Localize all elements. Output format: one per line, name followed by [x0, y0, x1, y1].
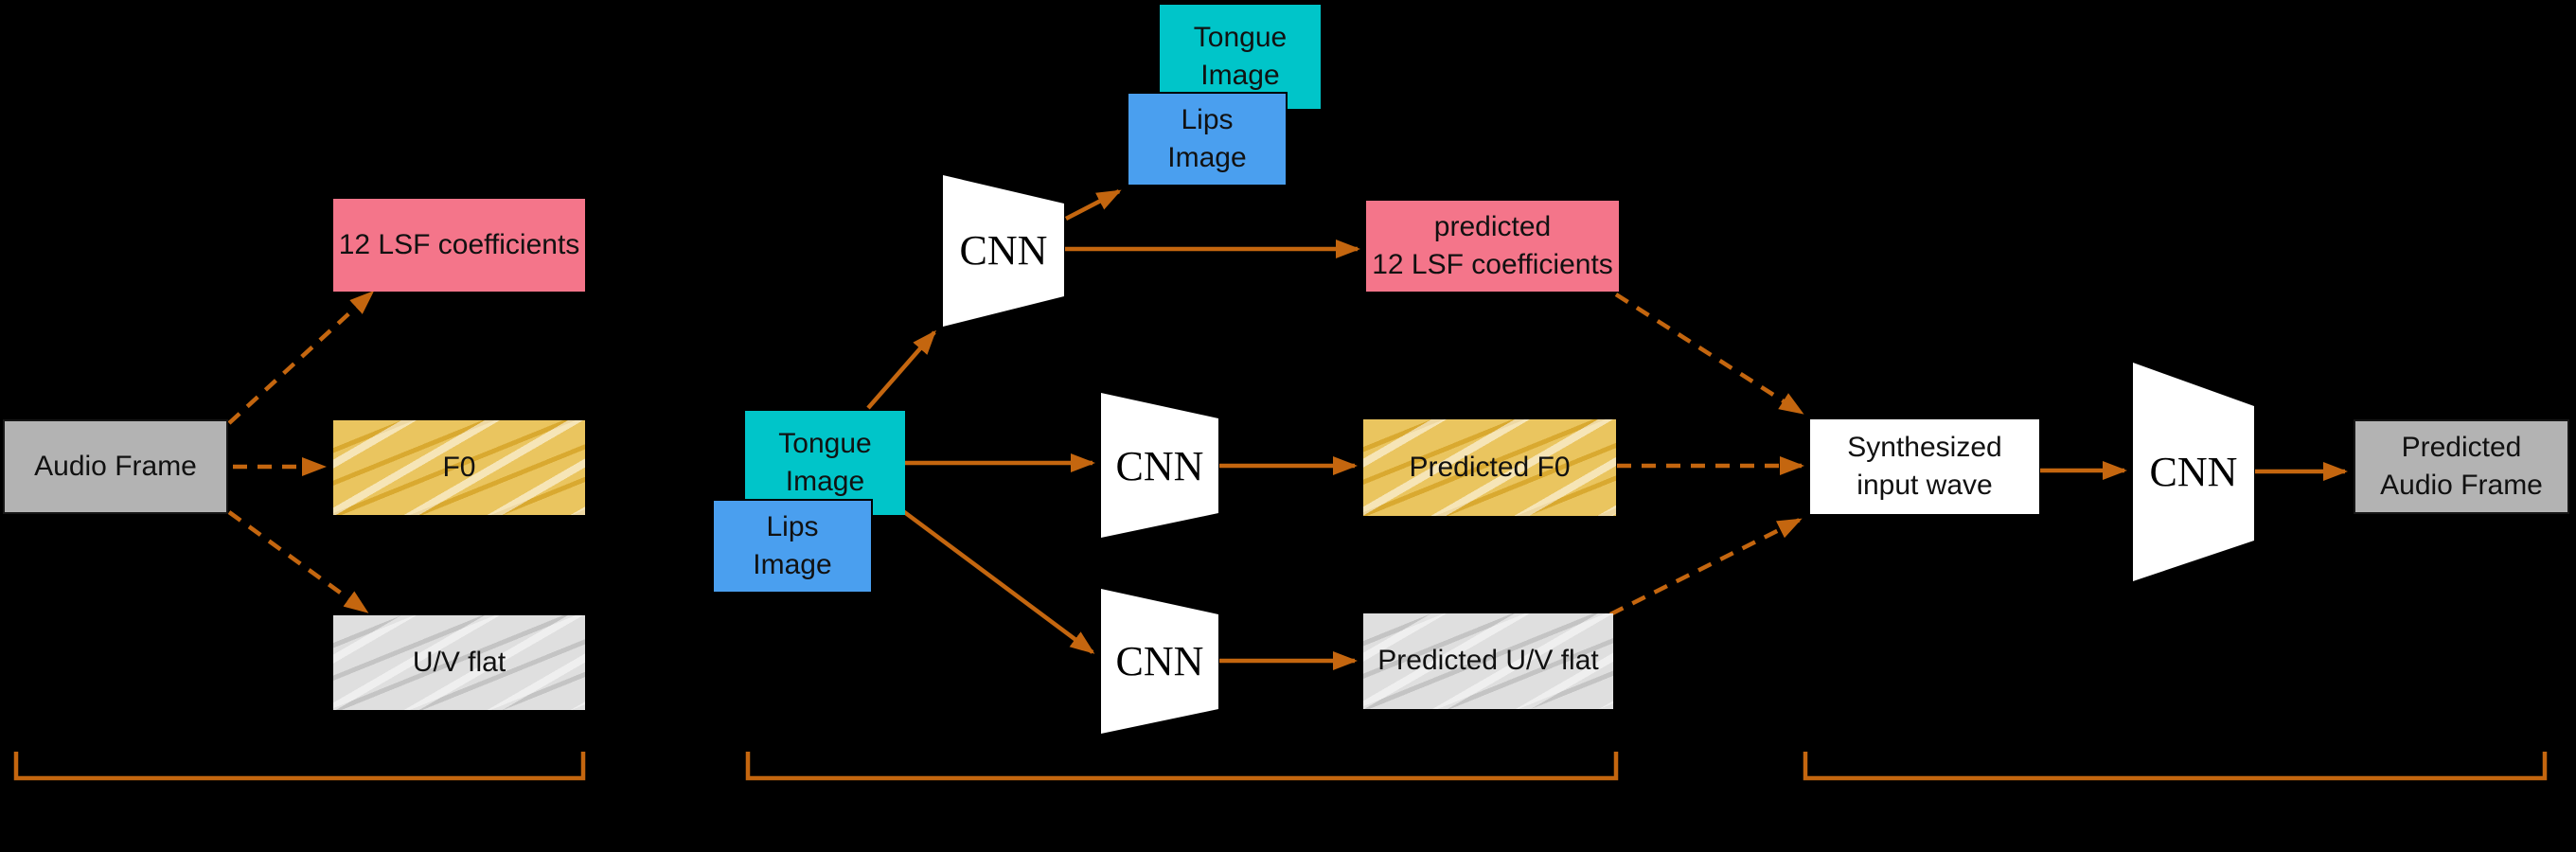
cnn3-trapezoid: [1101, 589, 1218, 734]
node-12-lsf-coefficients: 12 LSF coefficients: [333, 199, 585, 292]
node-audio-frame: Audio Frame: [3, 419, 228, 514]
node-predicted-f0: Predicted F0: [1363, 419, 1616, 516]
cnn3-label: CNN: [1115, 637, 1204, 684]
node-lips-image-middle: Lips Image: [712, 499, 873, 594]
cnn1-trapezoid: [943, 175, 1064, 327]
node-uv-flat: U/V flat: [333, 615, 585, 710]
arrow-cnn1-to-top-images: [1064, 189, 1122, 221]
cnn4-label: CNN: [2149, 448, 2238, 495]
arrow-images-to-cnn1: [866, 329, 936, 410]
dashed-arrow-pred-uv-to-synth: [1608, 517, 1803, 617]
node-predicted-uv-flat: Predicted U/V flat: [1363, 613, 1613, 709]
dashed-arrow-audio-to-uv: [227, 510, 369, 613]
node-predicted-audio-frame: Predicted Audio Frame: [2354, 419, 2569, 514]
node-lips-image-top: Lips Image: [1127, 92, 1288, 186]
cnn2-trapezoid: [1101, 393, 1218, 538]
section-bracket-right: [1803, 752, 2548, 781]
dashed-arrow-pred-lsf-to-synth: [1614, 293, 1804, 415]
dashed-arrow-audio-to-lsf: [227, 290, 375, 425]
arrow-images-to-cnn3: [901, 509, 1095, 654]
section-bracket-left: [13, 752, 586, 781]
cnn1-label: CNN: [959, 226, 1048, 274]
node-tongue-image-middle: Tongue Image: [745, 411, 905, 515]
node-predicted-12-lsf: predicted 12 LSF coefficients: [1366, 201, 1619, 292]
cnn4-trapezoid: [2133, 363, 2254, 581]
cnn2-label: CNN: [1115, 442, 1204, 489]
node-tongue-image-top: Tongue Image: [1160, 5, 1321, 109]
node-f0: F0: [333, 420, 585, 515]
section-bracket-middle: [745, 752, 1619, 781]
node-synthesized-input-wave: Synthesized input wave: [1810, 419, 2039, 514]
